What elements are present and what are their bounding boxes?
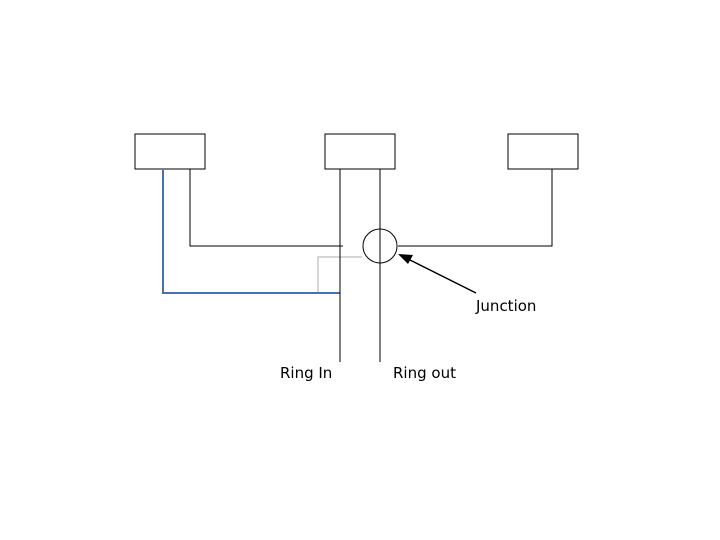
faint-wires xyxy=(317,256,362,294)
arrowhead-icon xyxy=(398,254,413,264)
device-box-left xyxy=(134,133,206,170)
ring-in-label: Ring In xyxy=(280,364,333,382)
junction-arrow xyxy=(398,254,477,294)
device-box-center xyxy=(324,133,396,170)
device-box-right xyxy=(507,133,579,170)
faint-wire-loop xyxy=(317,256,362,294)
wire-right-to-junction xyxy=(398,169,553,247)
wire-left-to-junction xyxy=(189,169,343,247)
junction-label: Junction xyxy=(476,297,537,315)
blue-wire xyxy=(162,170,340,294)
ring-out-label: Ring out xyxy=(393,364,456,382)
black-wires xyxy=(189,169,553,362)
junction-circle xyxy=(362,228,398,264)
